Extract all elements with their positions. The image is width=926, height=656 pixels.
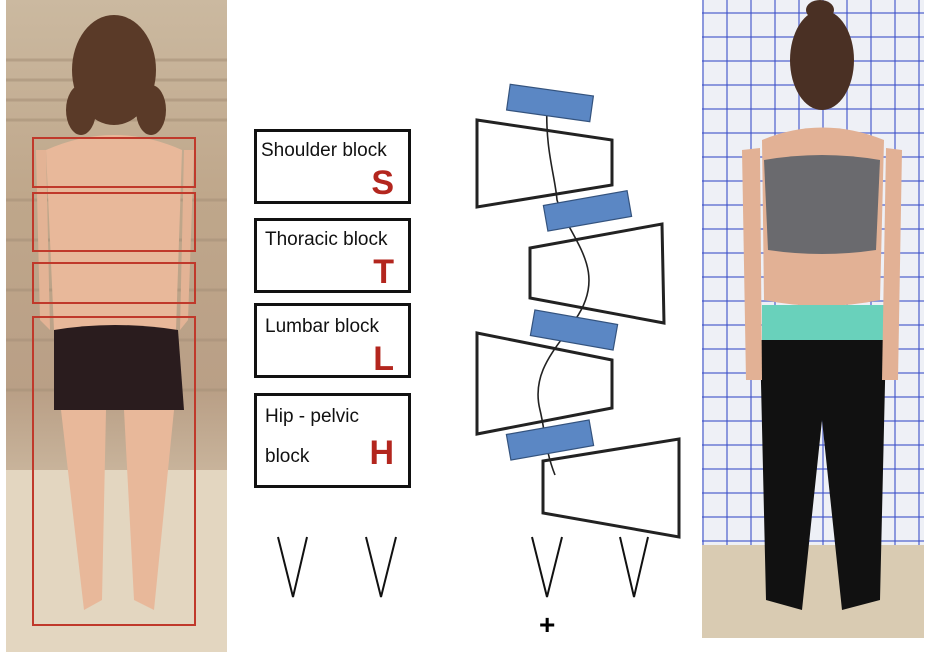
photo-woman-illustration	[702, 0, 924, 638]
trapezoid-block-2	[530, 224, 664, 323]
v-shape-icon-4	[620, 537, 648, 597]
trapezoid-block-3	[477, 333, 612, 434]
disc-1	[507, 84, 594, 121]
v-shape-icon-1	[278, 537, 307, 597]
plus-icon: +	[539, 609, 555, 641]
v-shape-icon-2	[366, 537, 396, 597]
v-shape-icon-3	[532, 537, 562, 597]
trapezoid-block-4	[543, 439, 679, 537]
trapezoid-block-1	[477, 120, 612, 207]
disc-3	[530, 310, 617, 350]
photo-woman-back-view	[702, 0, 924, 638]
